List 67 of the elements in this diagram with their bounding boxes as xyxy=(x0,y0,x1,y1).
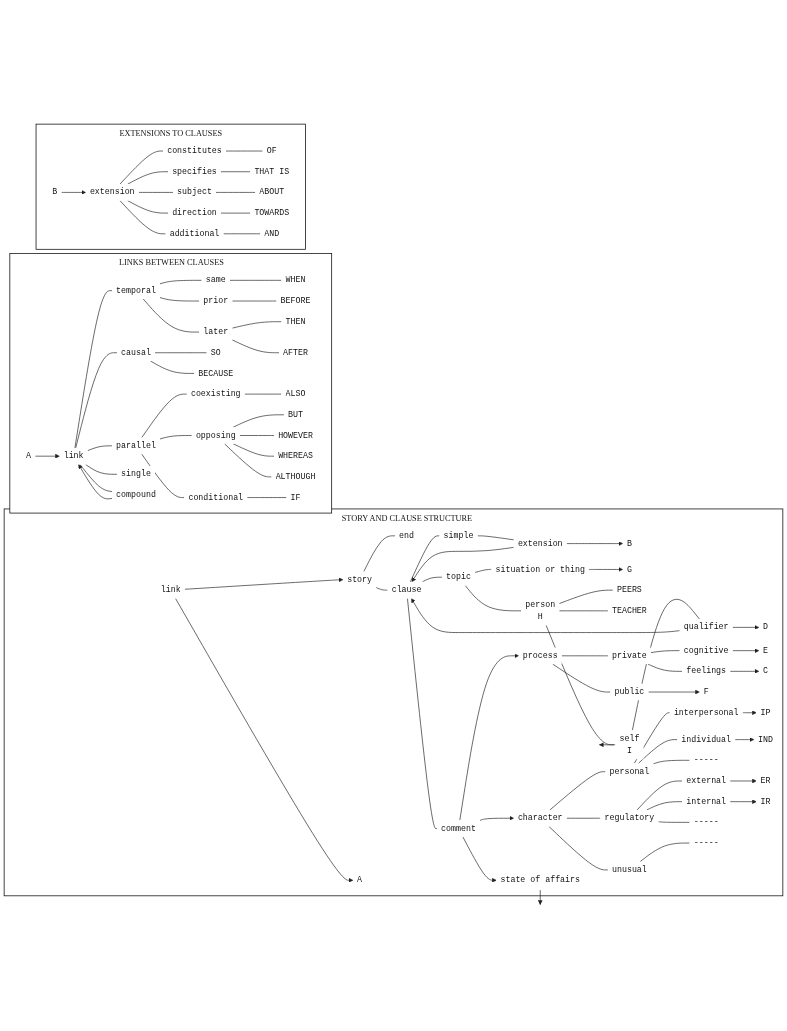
term-label: AFTER xyxy=(278,344,313,361)
connector-line xyxy=(422,576,443,583)
connector-line xyxy=(127,171,169,185)
term-label: opposing xyxy=(191,427,240,444)
connector-line xyxy=(633,712,671,764)
connector-line xyxy=(225,150,263,152)
connector-line xyxy=(545,624,616,745)
connector-line xyxy=(224,443,272,478)
connector-line xyxy=(232,443,275,457)
term-label: IP xyxy=(756,704,775,721)
connector-line xyxy=(159,279,202,284)
connector-line xyxy=(558,589,614,604)
connector-line xyxy=(220,212,251,214)
connector-line xyxy=(150,360,195,374)
connector-line xyxy=(558,610,609,611)
connector-line xyxy=(232,414,285,428)
connector-line xyxy=(474,568,492,573)
connector-line xyxy=(142,298,200,333)
term-label: causal xyxy=(116,344,155,361)
connector-line xyxy=(552,663,611,693)
connector-line xyxy=(223,233,261,234)
connector-line xyxy=(74,290,113,449)
term-label: specifies xyxy=(168,163,221,180)
connector-line xyxy=(127,200,169,214)
connector-line xyxy=(220,171,251,172)
connector-line xyxy=(464,585,522,611)
connector-line xyxy=(647,663,683,672)
connector-line xyxy=(239,435,275,436)
term-label: temporal xyxy=(112,282,160,299)
connector-line xyxy=(244,393,282,395)
connector-line xyxy=(246,497,287,498)
connector-line xyxy=(119,200,166,234)
connector-line xyxy=(119,150,164,185)
term-label: IF xyxy=(286,489,305,506)
connector-line xyxy=(650,650,681,653)
connector-line xyxy=(231,300,277,302)
connector-line xyxy=(561,655,609,656)
connector-line xyxy=(363,535,396,572)
connector-line xyxy=(231,339,280,353)
connector-line xyxy=(636,780,683,811)
connector-line xyxy=(653,759,690,764)
connector-line xyxy=(638,739,678,764)
connector-line xyxy=(548,826,609,871)
connector-line xyxy=(410,535,440,583)
connector-line xyxy=(79,463,113,492)
connector-line xyxy=(375,587,388,591)
connector-line xyxy=(477,535,515,540)
connector-line xyxy=(75,352,118,449)
connector-line xyxy=(549,771,606,811)
connector-line xyxy=(159,297,200,302)
term-label: self I xyxy=(615,730,644,760)
term-label: IR xyxy=(756,793,775,810)
connector-line xyxy=(646,801,683,811)
connector-line xyxy=(566,817,601,819)
connector-line xyxy=(141,393,188,438)
connector-line xyxy=(639,842,690,862)
connector-line xyxy=(138,191,174,193)
connector-line xyxy=(231,321,282,329)
connector-line xyxy=(85,463,118,475)
connector-line xyxy=(229,279,282,281)
connector-line xyxy=(407,597,438,829)
connector-line xyxy=(87,445,113,451)
term-label: HOWEVER xyxy=(274,427,318,444)
connector-line xyxy=(159,435,193,440)
connector-line xyxy=(658,821,690,823)
connector-line xyxy=(141,453,185,498)
term-label: IND xyxy=(754,731,778,748)
